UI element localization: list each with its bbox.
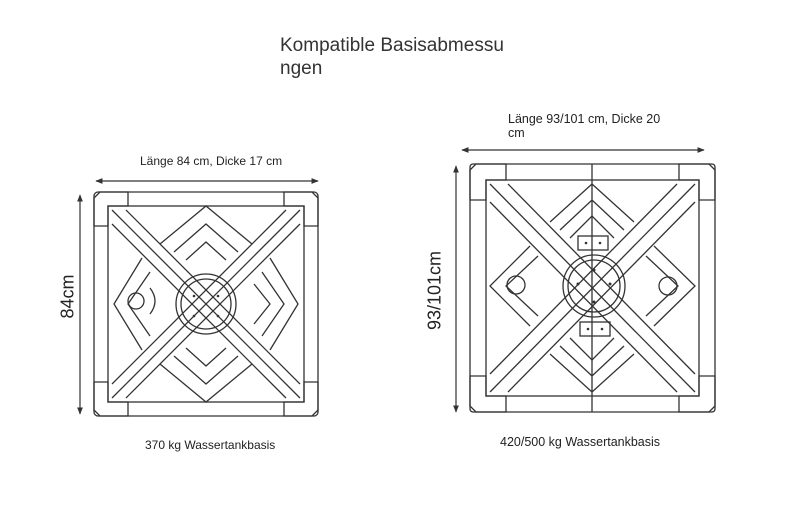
left-base-drawing bbox=[93, 191, 319, 417]
right-caption: 420/500 kg Wassertankbasis bbox=[500, 435, 661, 449]
left-hub-bolts bbox=[192, 294, 220, 318]
right-dimension-arrows bbox=[453, 147, 705, 413]
right-dimension-label: Länge 93/101 cm, Dicke 20 cm bbox=[508, 112, 661, 140]
page-title: Kompatible Basisabmessungen bbox=[280, 35, 504, 79]
right-base-drawing bbox=[469, 163, 716, 413]
left-dimension-label: Länge 84 cm, Dicke 17 cm bbox=[140, 154, 283, 168]
left-caption: 370 kg Wassertankbasis bbox=[145, 438, 276, 452]
left-dimension-arrows bbox=[77, 178, 319, 415]
right-hub-bolts bbox=[576, 241, 612, 331]
